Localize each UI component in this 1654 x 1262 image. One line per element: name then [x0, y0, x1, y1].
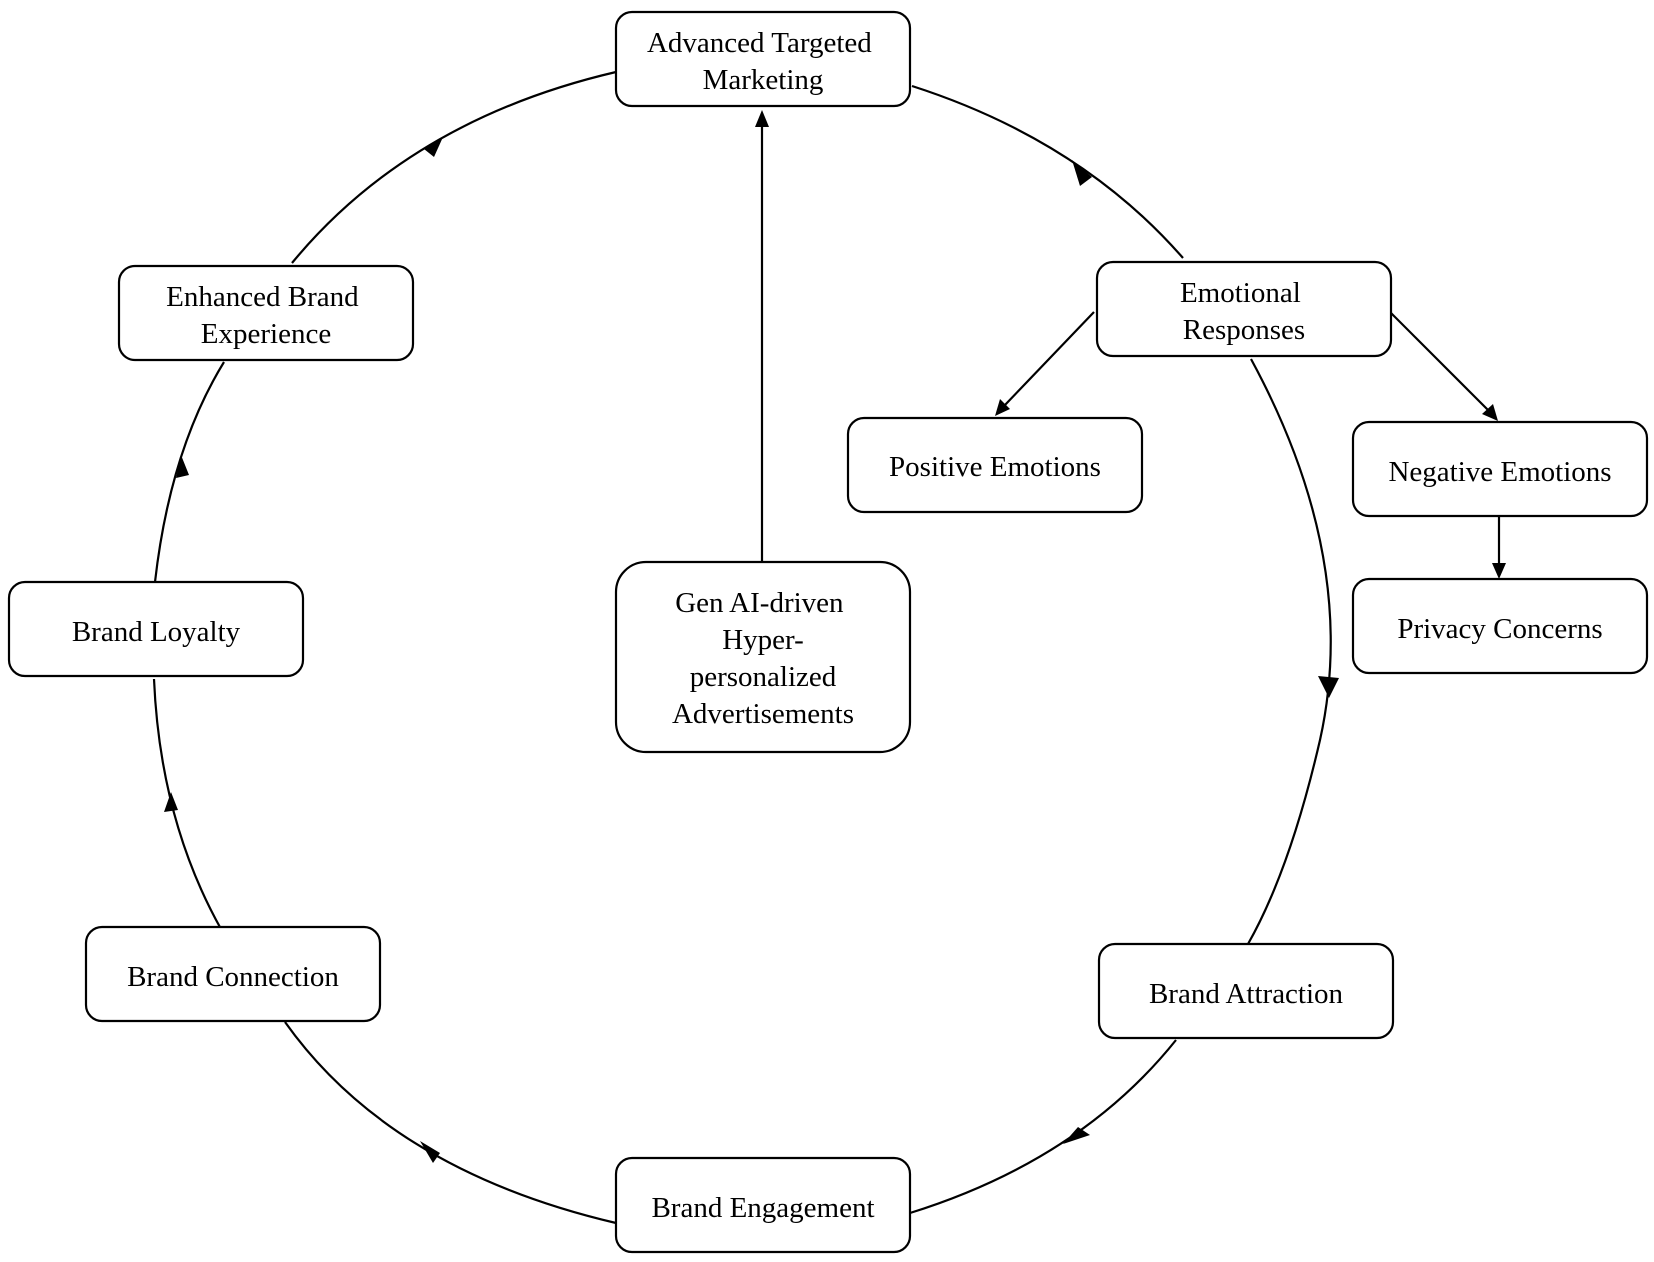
arrowhead-experience-to-marketing: [424, 137, 443, 157]
arrowhead-genai-to-marketing: [755, 110, 769, 127]
node-label: Emotional Responses: [1180, 277, 1308, 346]
arrowhead-attraction-to-engagement: [1063, 1127, 1090, 1144]
node-brand-loyalty: Brand Loyalty: [7, 580, 305, 678]
arrowhead-connection-to-loyalty: [164, 792, 178, 812]
node-label-line: Responses: [1183, 314, 1305, 346]
node-label: Brand Loyalty: [72, 616, 241, 648]
node-label-line: Hyper-: [722, 624, 804, 656]
node-enhanced-brand-experience: Enhanced Brand Experience: [117, 264, 415, 362]
node-label: Positive Emotions: [889, 451, 1101, 483]
arrowhead-loyalty-to-experience: [176, 455, 189, 478]
node-advanced-targeted-marketing: Advanced Targeted Marketing: [614, 10, 912, 108]
node-label: Privacy Concerns: [1397, 613, 1602, 645]
node-brand-engagement: Brand Engagement: [614, 1156, 912, 1254]
edge-emotional-to-negative: [1389, 311, 1489, 411]
node-label-line: Emotional: [1180, 277, 1301, 309]
arrowhead-emotional-to-positive: [995, 399, 1010, 416]
node-label: Enhanced Brand Experience: [166, 281, 366, 350]
node-label-line: personalized: [690, 661, 837, 693]
node-label-line: Experience: [201, 318, 331, 350]
node-label-line: Gen AI-driven: [675, 587, 844, 619]
arrowhead-emotional-to-attraction: [1318, 676, 1339, 698]
node-label-line: Marketing: [703, 64, 824, 96]
edge-attraction-to-engagement: [909, 1039, 1177, 1215]
node-label-line: Enhanced Brand: [166, 281, 359, 313]
node-label: Negative Emotions: [1388, 456, 1611, 488]
node-label-line: Advanced Targeted: [647, 27, 872, 59]
node-brand-connection: Brand Connection: [84, 925, 382, 1023]
arrowhead-negative-to-privacy: [1492, 563, 1506, 579]
node-label-line: Advertisements: [672, 698, 854, 730]
node-positive-emotions: Positive Emotions: [846, 416, 1144, 514]
node-label: Advanced Targeted Marketing: [647, 27, 879, 96]
node-privacy-concerns: Privacy Concerns: [1351, 577, 1649, 675]
nodes: Advanced Targeted Marketing Emotional Re…: [7, 10, 1649, 1254]
edge-emotional-to-positive: [1003, 311, 1095, 407]
edge-connection-to-loyalty: [152, 678, 222, 930]
edges: [152, 70, 1506, 1225]
arrowhead-emotional-to-negative: [1482, 404, 1498, 421]
arrowhead-engagement-to-connection: [420, 1141, 440, 1163]
edge-emotional-to-attraction: [1247, 358, 1332, 945]
node-label: Brand Connection: [127, 961, 339, 993]
node-emotional-responses: Emotional Responses: [1095, 260, 1393, 358]
node-negative-emotions: Negative Emotions: [1351, 420, 1649, 518]
node-label: Brand Engagement: [651, 1192, 874, 1224]
edge-experience-to-marketing: [291, 70, 617, 264]
node-label: Brand Attraction: [1149, 978, 1344, 1010]
edge-loyalty-to-experience: [153, 361, 225, 583]
edge-marketing-to-emotional: [911, 84, 1184, 259]
edge-engagement-to-connection: [284, 1021, 617, 1225]
node-brand-attraction: Brand Attraction: [1097, 942, 1395, 1040]
arrowhead-marketing-to-emotional: [1072, 160, 1092, 186]
